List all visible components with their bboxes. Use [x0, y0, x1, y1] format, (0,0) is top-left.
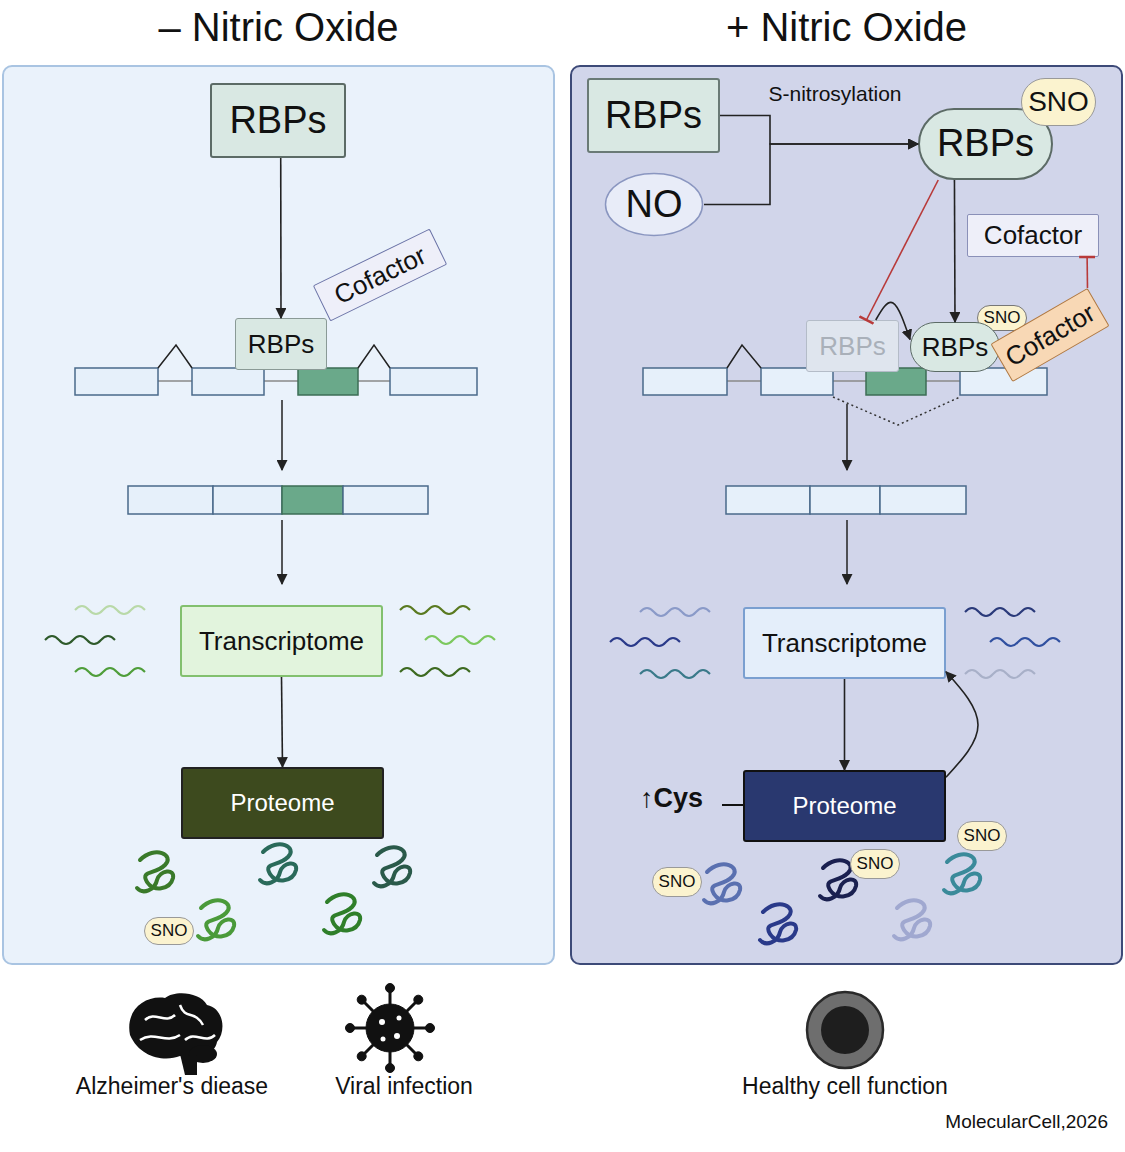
cys-dash — [722, 804, 745, 806]
node-text: RBPs — [922, 333, 988, 362]
process-box: Proteome — [181, 767, 384, 839]
protein-pill: RBPs — [910, 322, 1000, 372]
node-text: SNO — [659, 873, 696, 892]
protein-box: RBPs — [806, 320, 899, 372]
node-text: Cofactor — [984, 221, 1082, 250]
node-text: RBPs — [605, 95, 702, 137]
condition-label: Healthy cell function — [705, 1074, 985, 1099]
citation: MolecularCell,2026 — [905, 1112, 1108, 1133]
node-text: NO — [626, 184, 683, 226]
node-text: RBPs — [937, 123, 1034, 165]
node-text: Cofactor — [330, 241, 431, 310]
node-text: RBPs — [819, 332, 885, 361]
protein-box: RBPs — [210, 83, 346, 158]
node-text: SNO — [857, 855, 894, 874]
flow-arrow — [281, 400, 283, 470]
node-text: SNO — [151, 922, 188, 941]
modification-tag: SNO — [957, 821, 1007, 851]
molecule-ellipse: NO — [604, 172, 704, 237]
modification-tag: SNO — [1021, 78, 1096, 126]
flow-arrow — [846, 520, 848, 584]
node-text: Transcriptome — [199, 627, 364, 656]
flow-arrow — [846, 404, 848, 470]
brain-icon — [129, 993, 222, 1075]
panel: + Nitric OxideRBPsNORBPsSNOCofactorRBPsS… — [570, 65, 1123, 965]
node-text: Proteome — [792, 793, 896, 819]
condition-label: Viral infection — [304, 1074, 504, 1099]
panel-heading: – Nitric Oxide — [4, 5, 553, 49]
edge-label: S-nitrosylation — [745, 82, 925, 105]
node-text: SNO — [964, 827, 1001, 846]
mrna — [726, 486, 966, 514]
node-text: RBPs — [248, 330, 314, 359]
cell-icon — [807, 992, 883, 1068]
cysteine-note: ↑Cys — [640, 784, 730, 814]
process-box: Proteome — [743, 770, 946, 842]
condition-label: Alzheimer's diease — [42, 1074, 302, 1099]
process-box: Transcriptome — [743, 607, 946, 679]
node-text: SNO — [1028, 87, 1089, 118]
cofactor-tag: Cofactor — [313, 229, 447, 322]
cofactor-tag: Cofactor — [991, 288, 1110, 382]
modification-tag: SNO — [144, 917, 194, 945]
protein-box: RBPs — [587, 78, 720, 153]
node-text: Transcriptome — [762, 629, 927, 658]
node-text: Proteome — [230, 790, 334, 816]
cofactor-box: Cofactor — [967, 214, 1099, 257]
flow-arrow — [281, 520, 283, 584]
modification-tag: SNO — [652, 867, 702, 897]
process-box: Transcriptome — [180, 605, 383, 677]
node-text: SNO — [984, 309, 1021, 328]
protein-box: RBPs — [235, 318, 327, 370]
node-text: RBPs — [229, 100, 326, 142]
virus-icon — [346, 984, 435, 1073]
panel: – Nitric OxideRBPsCofactorRBPsTranscript… — [2, 65, 555, 965]
panel-heading: + Nitric Oxide — [572, 5, 1121, 49]
mrna — [128, 486, 428, 514]
modification-tag: SNO — [850, 849, 900, 879]
